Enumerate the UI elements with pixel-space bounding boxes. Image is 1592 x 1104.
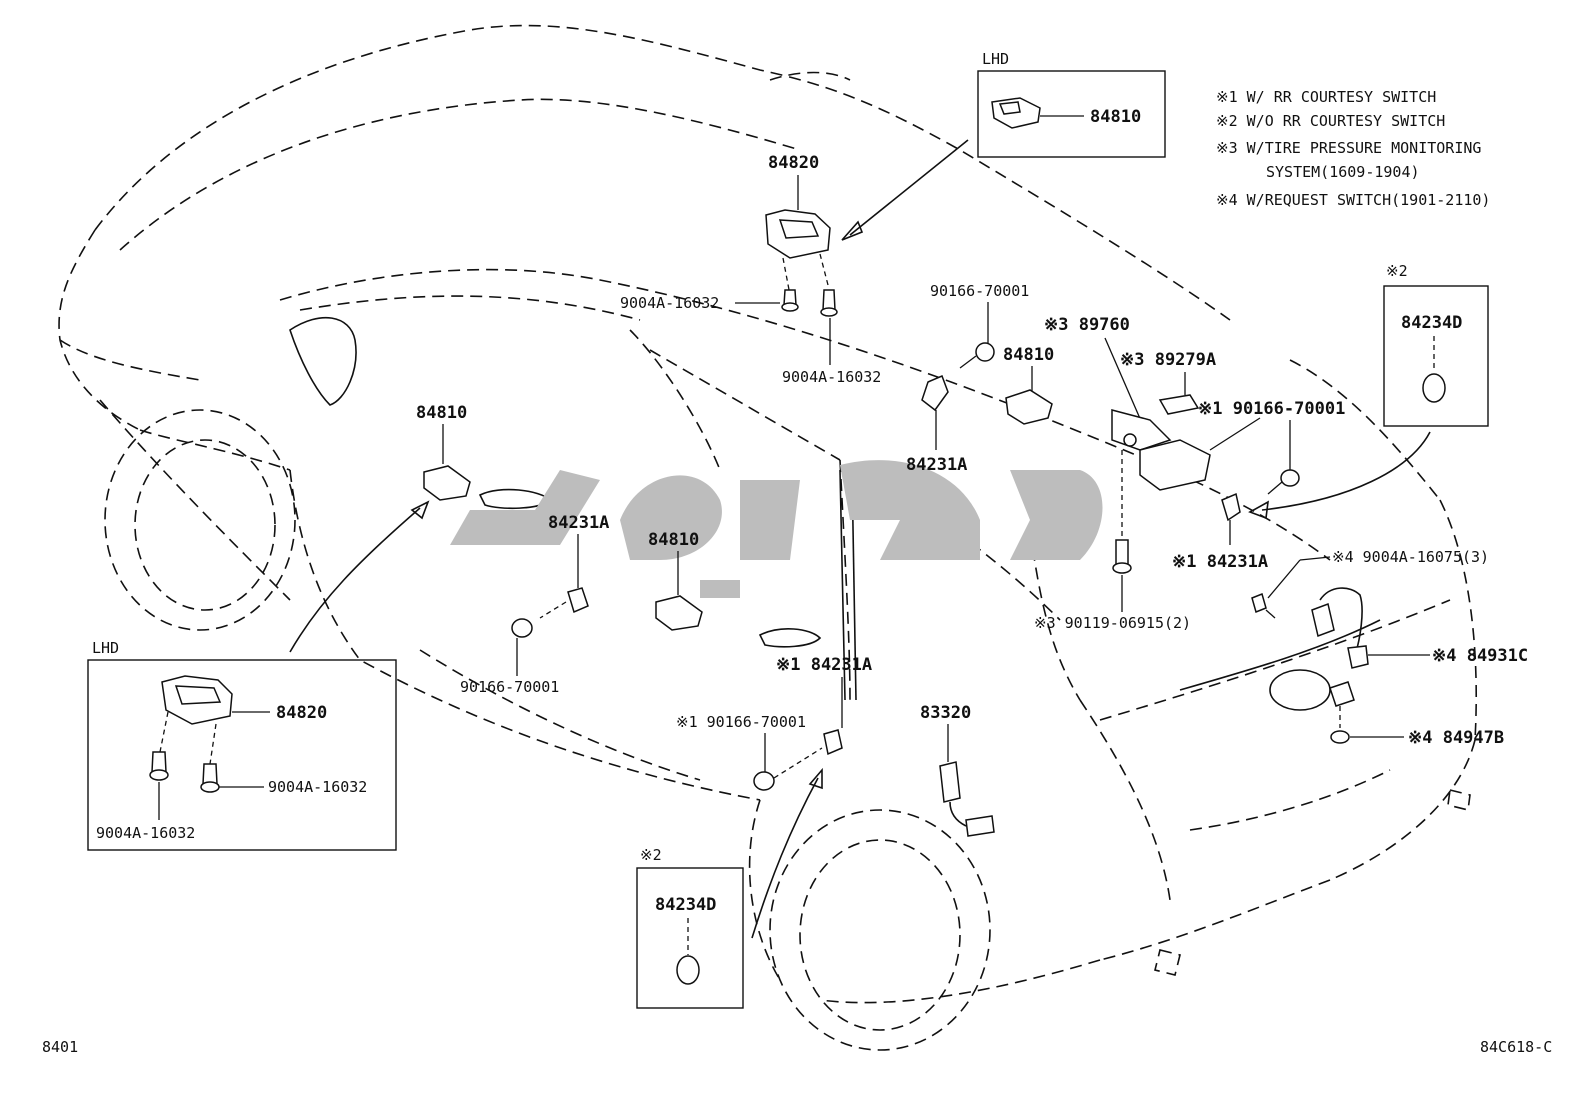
label-9004A-b: 9004A-16032 [782,368,881,386]
label-84234D-bottom: 84234D [655,895,716,915]
label-89279A: ※3 89279A [1120,350,1216,370]
part-request-switch: ※4 9004A-16075(3) ※4 84931C ※4 84947B [1251,548,1528,748]
note-2: ※2 W/O RR COURTESY SWITCH [1216,112,1445,130]
label-83320: 83320 [920,703,971,723]
arrow-ref2-bottom [751,777,819,939]
label-84231A-rear1: ※1 84231A [776,655,872,675]
label-84820-lhd: 84820 [276,703,327,723]
watermark-logo [450,460,1103,598]
label-9004A-16075: ※4 9004A-16075(3) [1332,548,1489,566]
note-1: ※1 W/ RR COURTESY SWITCH [1216,88,1436,106]
part-84820-top: 84820 9004A-16032 9004A-16032 [620,153,881,386]
note-3-cont: SYSTEM(1609-1904) [1266,163,1420,181]
label-84231A-r1: ※1 84231A [1172,552,1268,572]
label-84947B: ※4 84947B [1408,728,1504,748]
label-9004A-a: 9004A-16032 [620,294,719,312]
part-group-mid: 90166-70001 84231A 84810 [906,282,1054,475]
part-group-rear-door: ※1 84231A ※1 90166-70001 [676,655,872,791]
label-84810-rear: 84810 [648,530,699,550]
label-84231A-front: 84231A [548,513,609,533]
inset-ref2-bottom-title: ※2 [640,846,662,864]
inset-ref2-bottom: ※2 84234D [636,846,744,1009]
label-90166-front: 90166-70001 [460,678,559,696]
label-90119: ※3 90119-06915(2) [1034,614,1191,632]
part-83320: 83320 [920,703,995,837]
inset-lhd-top-title: LHD [982,50,1009,68]
label-84810-mid: 84810 [1003,345,1054,365]
note-3: ※3 W/TIRE PRESSURE MONITORING [1216,139,1481,157]
label-84810-lhd: 84810 [1090,107,1141,127]
arrow-lhd-top [849,139,969,236]
label-89760: ※3 89760 [1044,315,1130,335]
label-84820-top: 84820 [768,153,819,173]
label-9004A-lhd-bottom: 9004A-16032 [96,824,195,842]
label-84234D-right: 84234D [1401,313,1462,333]
footer-left-code: 8401 [42,1038,78,1056]
part-84810-left: 84810 [416,403,471,501]
part-84231A-r1: ※1 84231A [1172,492,1268,572]
notes-legend: ※1 W/ RR COURTESY SWITCH ※2 W/O RR COURT… [1216,88,1490,209]
label-90166-rear1: ※1 90166-70001 [676,713,806,731]
arrow-ref2-right [1261,431,1431,511]
label-84931C: ※4 84931C [1432,646,1528,666]
inset-lhd-top: LHD 84810 [977,50,1166,158]
arrow-lhd-bottom [289,507,421,653]
inset-ref2-right-title: ※2 [1386,262,1408,280]
part-tpms-ecu: ※3 89760 ※3 89279A ※1 90166-70001 ※3 901… [1034,315,1345,632]
inset-lhd-bottom-title: LHD [92,639,119,657]
label-84810-left: 84810 [416,403,467,423]
label-90166-r1: ※1 90166-70001 [1198,399,1345,419]
inset-ref2-right: ※2 84234D [1383,262,1489,427]
part-group-front-door: 84231A 90166-70001 84810 [460,513,703,696]
note-4: ※4 W/REQUEST SWITCH(1901-2110) [1216,191,1490,209]
label-84231A-mid: 84231A [906,455,967,475]
label-9004A-lhd-right: 9004A-16032 [268,778,367,796]
footer-right-code: 84C618-C [1480,1038,1552,1056]
label-90166-top: 90166-70001 [930,282,1029,300]
inset-lhd-bottom: LHD 84820 9004A-16032 9004A-16032 [87,639,397,851]
